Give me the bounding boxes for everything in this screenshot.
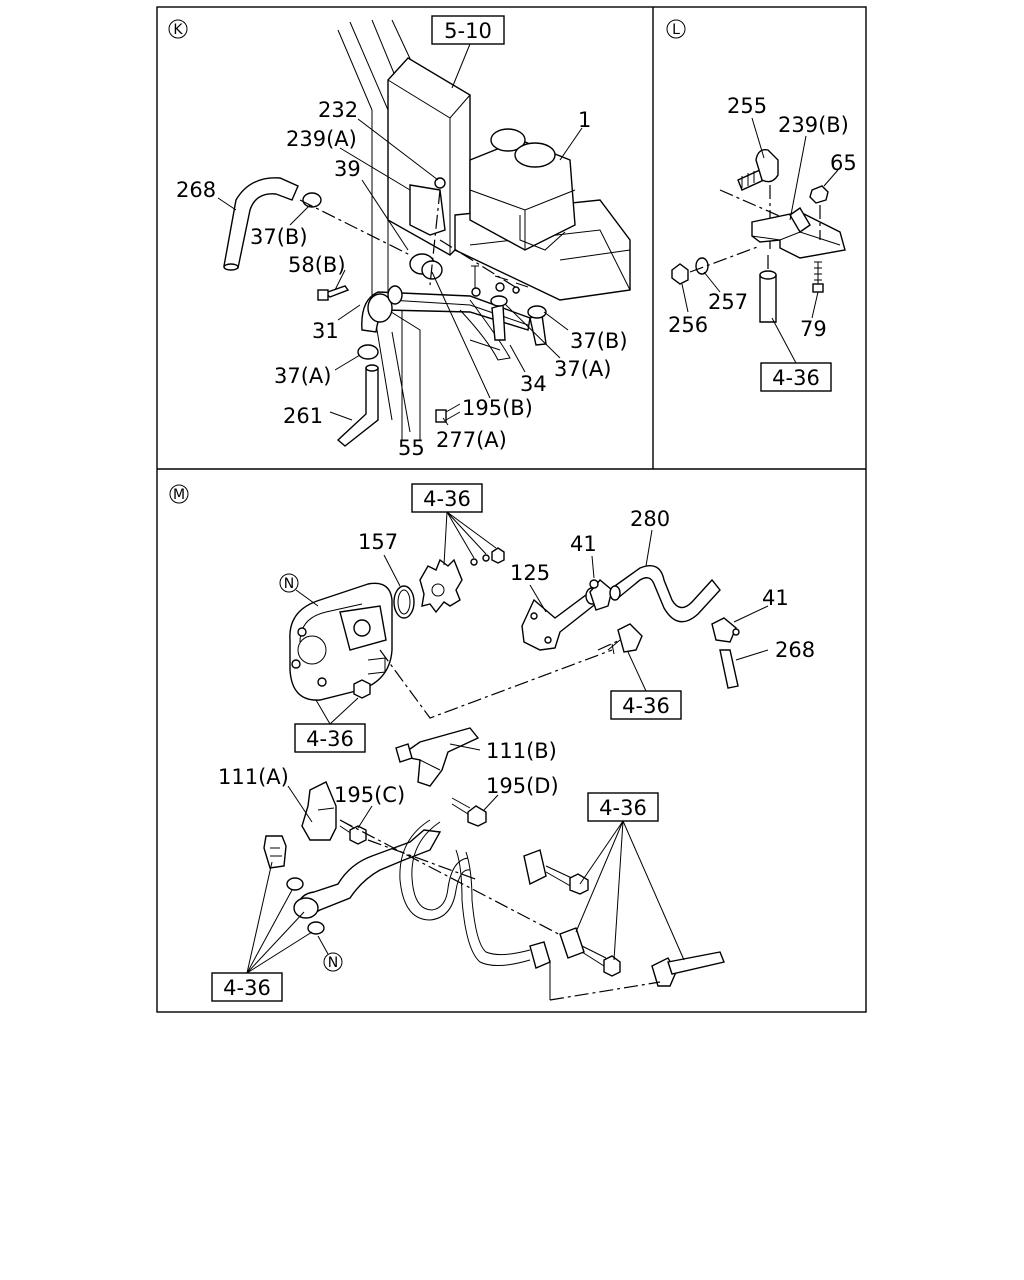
label-part-39: 39 [334,157,361,181]
label-part-111b: 111(B) [486,739,557,763]
label-part-268-m: 268 [775,638,815,662]
label-part-239a: 239(A) [286,127,357,151]
label-part-157: 157 [358,530,398,554]
label-part-195d: 195(D) [486,774,559,798]
label-part-55: 55 [398,436,425,460]
section-marker-l: L [666,19,686,39]
label-part-195b: 195(B) [462,396,533,420]
svg-text:4-36: 4-36 [599,796,647,820]
label-part-277a: 277(A) [436,428,507,452]
connector-n-top: N [279,573,319,607]
section-marker-m: M [169,484,189,504]
ref-box-4-36-m-top[interactable]: 4-36 [411,483,483,513]
svg-text:N: N [284,576,294,592]
label-part-79: 79 [800,317,827,341]
label-part-256: 256 [668,313,708,337]
ref-box-4-36-m-mid-right[interactable]: 4-36 [610,690,682,720]
connector-n-bottom: N [317,935,343,972]
section-m-drawing [263,547,740,1001]
label-part-31: 31 [312,319,339,343]
svg-text:4-36: 4-36 [423,487,471,511]
label-part-255: 255 [727,94,767,118]
label-part-37b: 37(B) [250,225,308,249]
svg-text:K: K [173,22,183,38]
section-l-drawing [671,149,846,323]
svg-text:4-36: 4-36 [772,366,820,390]
ref-box-4-36-m-lower-right[interactable]: 4-36 [587,792,659,822]
diagram-frame [156,6,867,1013]
ref-box-4-36-m-left[interactable]: 4-36 [294,723,366,753]
svg-text:M: M [173,487,185,503]
label-part-268: 268 [176,178,216,202]
svg-text:N: N [328,955,338,971]
svg-text:4-36: 4-36 [223,976,271,1000]
svg-text:5-10: 5-10 [444,19,492,43]
label-part-261: 261 [283,404,323,428]
label-part-1: 1 [578,108,591,132]
section-m-leaders [246,511,769,974]
section-l-leaders [681,117,839,364]
section-m-labels: 157 125 41 280 41 268 111(B) 111(A) 195(… [218,507,815,807]
section-k-leaders [217,43,583,433]
ref-box-5-10[interactable]: 5-10 [431,15,505,45]
label-part-280: 280 [630,507,670,531]
label-part-37a: 37(A) [274,364,331,388]
label-part-41: 41 [570,532,597,556]
label-part-239b: 239(B) [778,113,849,137]
label-part-34: 34 [520,372,547,396]
label-part-111a: 111(A) [218,765,289,789]
label-part-65: 65 [830,151,857,175]
section-marker-k: K [168,19,188,39]
section-l-labels: 255 239(B) 65 257 256 79 [668,94,857,341]
svg-text:4-36: 4-36 [306,727,354,751]
label-part-58b: 58(B) [288,253,346,277]
svg-text:L: L [672,22,680,38]
svg-text:4-36: 4-36 [622,694,670,718]
ref-box-4-36-l[interactable]: 4-36 [760,362,832,392]
label-part-232: 232 [318,98,358,122]
label-part-37a-right: 37(A) [554,357,611,381]
label-part-41-right: 41 [762,586,789,610]
label-part-37b-right: 37(B) [570,329,628,353]
section-k-labels: 1 232 239(A) 39 268 37(B) 58(B) 31 37(A)… [176,98,628,460]
label-part-257: 257 [708,290,748,314]
ref-box-4-36-m-bottom-left[interactable]: 4-36 [211,972,283,1002]
label-part-195c: 195(C) [334,783,405,807]
label-part-125: 125 [510,561,550,585]
